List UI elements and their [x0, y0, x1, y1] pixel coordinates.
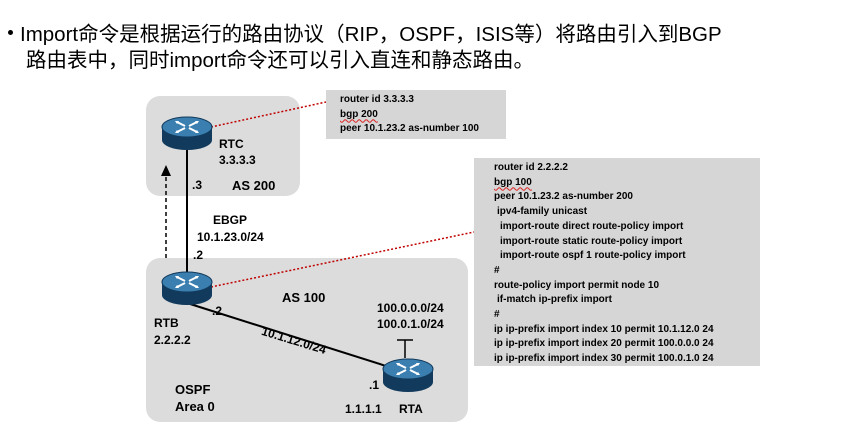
rtb-config-line: import-route direct route-policy import [500, 220, 684, 232]
rta-name: RTA [399, 402, 423, 416]
ebgp-label: EBGP [213, 213, 248, 227]
rtb-config-line: bgp 100 [494, 176, 532, 188]
rtc-name: RTC [219, 137, 244, 151]
ebgp-network: 10.1.23.0/24 [197, 230, 264, 244]
header-line-1: Import命令是根据运行的路由协议（RIP，OSPF，ISIS等）将路由引入到… [20, 23, 722, 46]
rta-network-1: 100.0.0.0/24 [377, 301, 444, 315]
rtb-callout-line [210, 231, 475, 288]
rtb-config-line: ip ip-prefix import index 30 permit 100.… [494, 353, 714, 365]
rtb-interface-up: .2 [193, 248, 204, 262]
rtb-router-id: 2.2.2.2 [154, 333, 191, 347]
rta-interface: .1 [369, 378, 380, 392]
rtb-interface-down: .2 [212, 304, 223, 318]
rtb-config-line: import-route static route-policy import [500, 235, 683, 247]
rtc-router-icon [161, 116, 213, 150]
header-line-2: 路由表中，同时import命令还可以引入直连和静态路由。 [26, 49, 534, 72]
rtc-router-id: 3.3.3.3 [219, 153, 256, 167]
rta-router-id: 1.1.1.1 [345, 402, 382, 416]
update-arrow-head [161, 165, 171, 176]
rtb-name: RTB [154, 316, 179, 330]
rtb-config-line: peer 10.1.23.2 as-number 200 [494, 191, 633, 203]
rtc-config-box: router id 3.3.3.3 bgp 200 peer 10.1.23.2… [326, 90, 506, 139]
rtc-interface: .3 [192, 178, 203, 192]
as100-label: AS 100 [282, 290, 326, 305]
area-label: Area 0 [175, 399, 215, 414]
rtc-config-line: router id 3.3.3.3 [340, 94, 414, 105]
rta-router-icon [382, 358, 434, 392]
ospf-link [186, 302, 406, 373]
rtb-config-line: ip ip-prefix import index 20 permit 100.… [494, 338, 714, 350]
rtb-config-line: # [494, 309, 500, 321]
rtc-config-line: peer 10.1.23.2 as-number 100 [340, 123, 479, 135]
rtc-config-line: bgp 200 [340, 108, 378, 120]
rtb-config-box: router id 2.2.2.2 bgp 100 peer 10.1.23.2… [474, 158, 760, 366]
rtb-config-line: ip ip-prefix import index 10 permit 10.1… [494, 323, 714, 335]
rta-network-2: 100.0.1.0/24 [377, 317, 444, 331]
rtb-config-line: router id 2.2.2.2 [494, 162, 568, 173]
bullet-dot [8, 30, 13, 35]
rtc-callout-line [210, 101, 327, 128]
rtb-config-line: route-policy import permit node 10 [494, 279, 660, 291]
rtb-config-line: import-route ospf 1 route-policy import [500, 250, 686, 262]
as200-label: AS 200 [232, 178, 276, 193]
rtb-router-icon [161, 271, 213, 305]
ospf-label: OSPF [175, 382, 211, 397]
rtb-config-line: ipv4-family unicast [497, 206, 588, 218]
rtb-config-line: # [494, 264, 500, 276]
rtb-config-line: if-match ip-prefix import [497, 294, 613, 306]
